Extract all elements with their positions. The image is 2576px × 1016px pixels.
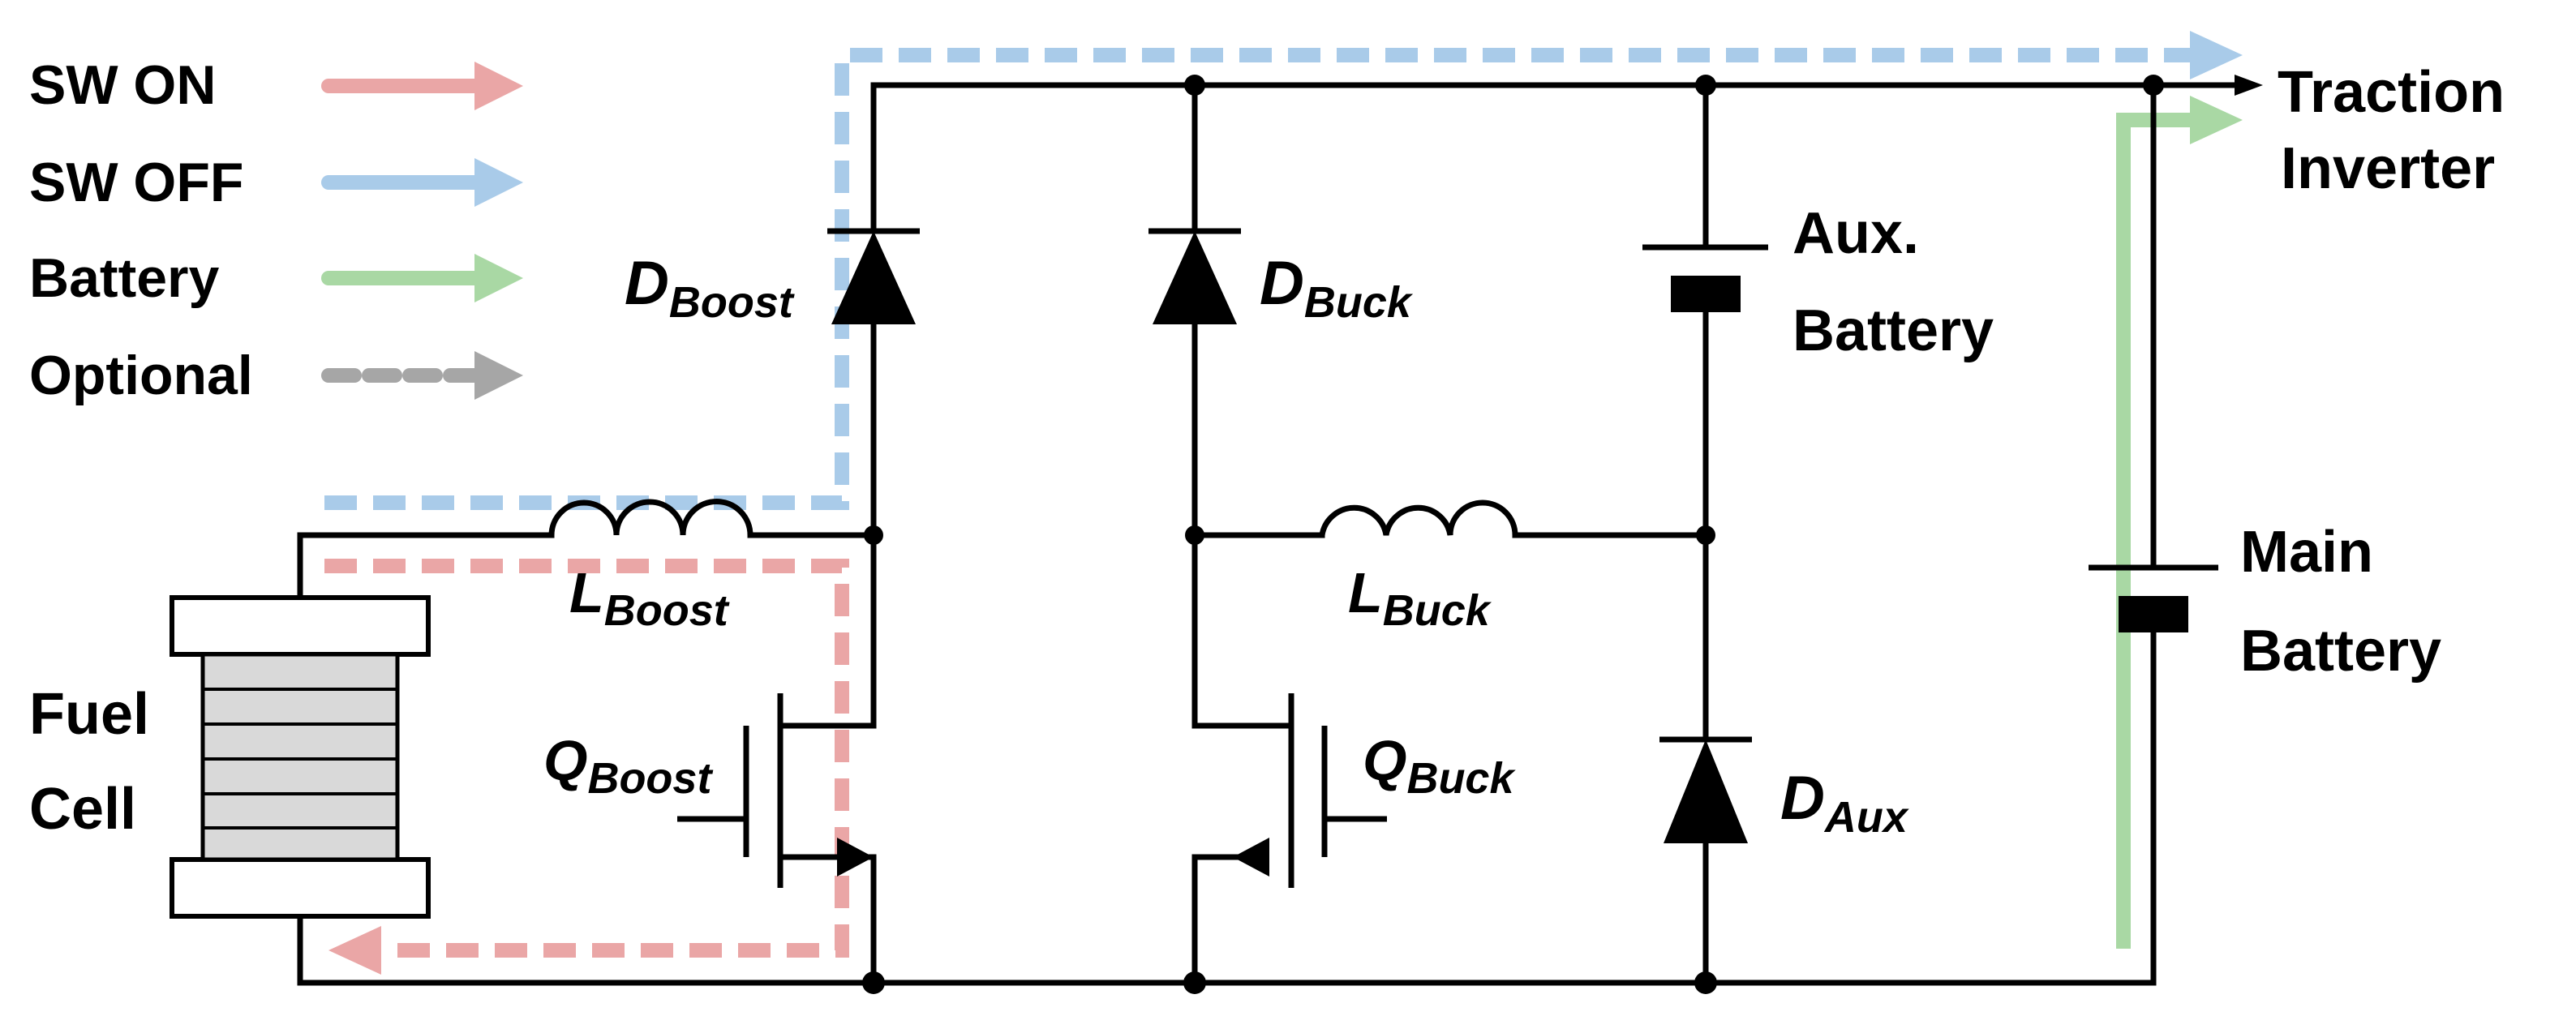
- l-buck-inductor: [1319, 499, 1518, 536]
- legend-arrow-sw-off: [321, 158, 523, 207]
- legend-arrow-sw-on: [321, 62, 523, 110]
- legend-label-optional: Optional: [29, 345, 253, 406]
- main-battery-label-line1: Main: [2240, 520, 2373, 585]
- main-battery-label-line2: Battery: [2240, 619, 2441, 684]
- legend-arrow-battery: [321, 254, 523, 302]
- traction-inverter-label-line1: Traction: [2278, 60, 2505, 125]
- legend-arrow-optional: [321, 351, 523, 400]
- legend-label-battery: Battery: [29, 247, 219, 309]
- d-aux-diode: [1659, 736, 1752, 843]
- q-buck-arrow: [1233, 838, 1269, 877]
- d-aux-label: DAux: [1780, 764, 1909, 842]
- legend-label-sw-off: SW OFF: [29, 152, 243, 213]
- legend: SW ON SW OFF Battery Optional: [29, 54, 523, 406]
- d-boost-label: DBoost: [625, 249, 795, 327]
- fuel-cell-symbol: [170, 595, 431, 919]
- wires: [297, 82, 2242, 986]
- fuel-cell-label-line2: Cell: [29, 777, 136, 842]
- aux-battery-label-line1: Aux.: [1792, 201, 1919, 266]
- aux-battery-label-line2: Battery: [1792, 298, 1994, 363]
- q-buck-mosfet: [1288, 693, 1387, 888]
- junctions: [862, 75, 2164, 994]
- d-boost-diode: [827, 228, 920, 324]
- traction-arrow: [2235, 75, 2263, 96]
- l-boost-label: LBoost: [569, 561, 730, 635]
- q-boost-arrow: [837, 838, 874, 877]
- d-buck-diode: [1148, 228, 1241, 324]
- traction-inverter-label-line2: Inverter: [2281, 136, 2495, 201]
- legend-label-sw-on: SW ON: [29, 54, 216, 116]
- aux-battery-symbol: [1642, 244, 1768, 312]
- battery-path: [2116, 96, 2243, 949]
- d-buck-label: DBuck: [1260, 249, 1414, 327]
- l-buck-label: LBuck: [1348, 561, 1492, 635]
- q-buck-label: QBuck: [1363, 729, 1516, 803]
- q-boost-label: QBoost: [543, 729, 713, 803]
- sw-on-path: [324, 559, 849, 975]
- l-boost-inductor: [548, 499, 753, 536]
- main-battery-symbol: [2089, 564, 2218, 632]
- q-boost-mosfet: [677, 693, 784, 888]
- fuel-cell-label-line1: Fuel: [29, 682, 149, 747]
